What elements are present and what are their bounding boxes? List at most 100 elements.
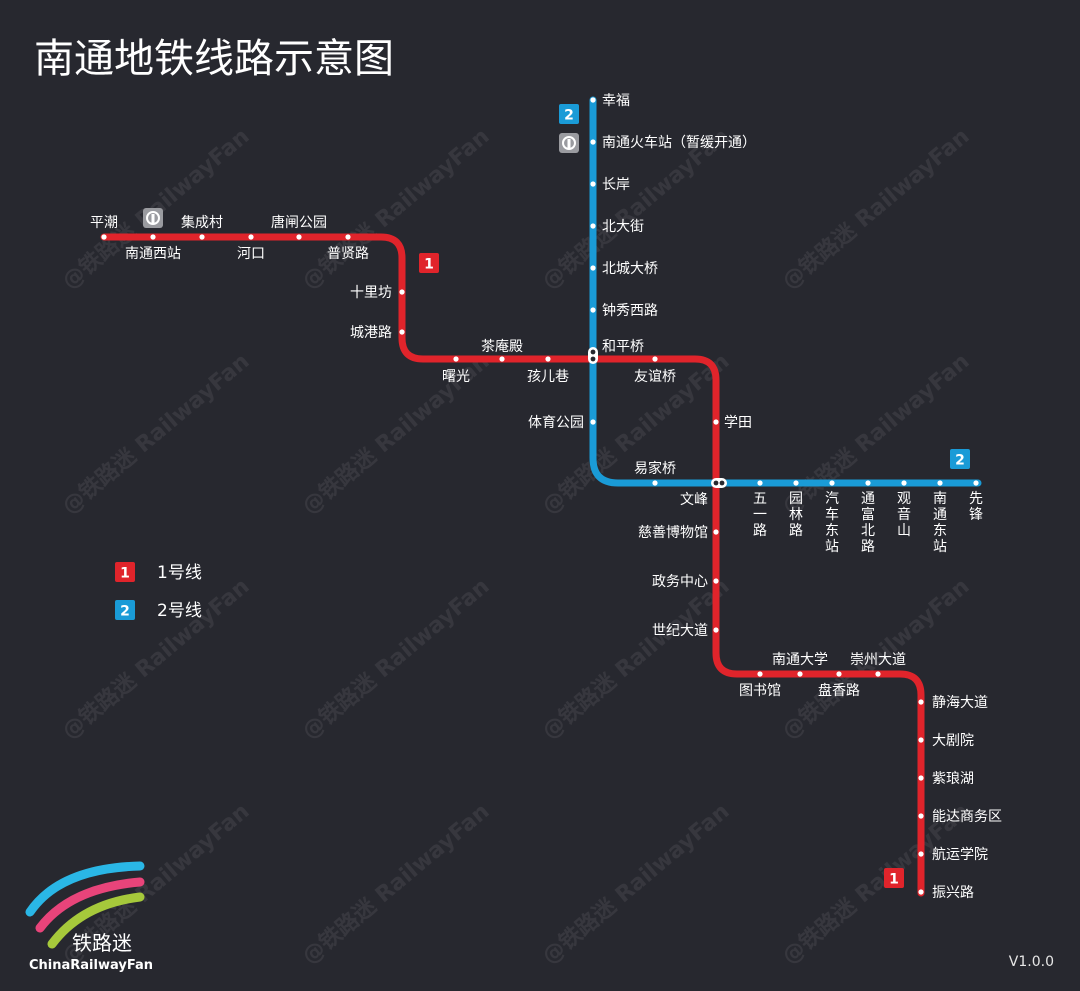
station-label[interactable]: 十里坊 — [350, 285, 392, 301]
interchange-marker[interactable] — [588, 347, 598, 364]
station-dot[interactable] — [918, 889, 924, 895]
station-label[interactable]: 慈善博物馆 — [638, 524, 708, 541]
station-label[interactable]: 先锋 — [969, 491, 983, 523]
station-dot[interactable] — [973, 480, 979, 486]
station-label[interactable]: 汽车东站 — [825, 491, 839, 555]
station-label[interactable]: 静海大道 — [932, 695, 988, 711]
station-label[interactable]: 曙光 — [442, 369, 470, 385]
station-dot[interactable] — [545, 356, 551, 362]
station-dot[interactable] — [757, 671, 763, 677]
station-dot[interactable] — [101, 234, 107, 240]
station-label[interactable]: 幸福 — [602, 93, 630, 109]
station-dot[interactable] — [150, 234, 156, 240]
station-dot[interactable] — [590, 265, 596, 271]
station-label[interactable]: 茶庵殿 — [481, 338, 523, 355]
legend-item-line-2[interactable]: 2 2号线 — [115, 600, 202, 621]
station-label[interactable]: 河口 — [237, 246, 265, 262]
brand-name: 铁路迷 — [72, 931, 132, 955]
station-label[interactable]: 政务中心 — [652, 574, 708, 590]
station-dot[interactable] — [757, 480, 763, 486]
station-dot[interactable] — [836, 671, 842, 677]
station-label[interactable]: 集成村 — [181, 214, 223, 231]
watermark-text: @铁路迷 RailwayFan — [297, 798, 494, 969]
station-label[interactable]: 观音山 — [897, 491, 911, 539]
station-dot[interactable] — [829, 480, 835, 486]
station-dot[interactable] — [937, 480, 943, 486]
station-label[interactable]: 普贤路 — [327, 246, 369, 262]
station-label[interactable]: 体育公园 — [528, 415, 584, 431]
station-label[interactable]: 长岸 — [602, 177, 630, 193]
station-label[interactable]: 钟秀西路 — [602, 302, 658, 319]
station-dot[interactable] — [590, 419, 596, 425]
station-label[interactable]: 振兴路 — [932, 885, 974, 901]
station-dot[interactable] — [345, 234, 351, 240]
station-label[interactable]: 北城大桥 — [602, 261, 658, 277]
station-label[interactable]: 南通西站 — [125, 246, 181, 262]
line-1-route[interactable] — [100, 233, 925, 897]
station-dot[interactable] — [797, 671, 803, 677]
station-dot[interactable] — [713, 529, 719, 535]
station-label[interactable]: 南通东站 — [933, 491, 947, 555]
station-label[interactable]: 盘香路 — [818, 682, 860, 699]
station-dot[interactable] — [590, 139, 596, 145]
station-dot[interactable] — [590, 223, 596, 229]
station-label[interactable]: 孩儿巷 — [527, 369, 569, 385]
station-label[interactable]: 易家桥 — [634, 460, 676, 477]
station-dot[interactable] — [199, 234, 205, 240]
station-dot[interactable] — [590, 307, 596, 313]
station-label[interactable]: 文峰 — [680, 492, 708, 508]
station-dot[interactable] — [713, 627, 719, 633]
station-label[interactable]: 世纪大道 — [652, 623, 708, 639]
station-label[interactable]: 通富北路 — [861, 491, 875, 555]
station-dot[interactable] — [296, 234, 302, 240]
brand-logo: 铁路迷 ChinaRailwayFan — [25, 861, 153, 973]
station-label[interactable]: 友谊桥 — [634, 369, 676, 385]
station-dot[interactable] — [713, 578, 719, 584]
station-dot[interactable] — [918, 775, 924, 781]
station-label[interactable]: 平潮 — [90, 215, 118, 231]
watermark-text: @铁路迷 RailwayFan — [537, 573, 734, 744]
station-dot[interactable] — [918, 813, 924, 819]
station-label[interactable]: 航运学院 — [932, 847, 988, 863]
station-label[interactable]: 崇州大道 — [850, 652, 906, 668]
station-dot[interactable] — [793, 480, 799, 486]
station-dot[interactable] — [918, 851, 924, 857]
station-dot[interactable] — [590, 97, 596, 103]
station-dot[interactable] — [652, 480, 658, 486]
station-dot[interactable] — [453, 356, 459, 362]
station-label[interactable]: 唐闸公园 — [271, 214, 327, 231]
station-dot[interactable] — [918, 737, 924, 743]
station-dot[interactable] — [713, 419, 719, 425]
line-1-badge[interactable]: 1 — [419, 253, 439, 273]
station-dot[interactable] — [865, 480, 871, 486]
station-dot[interactable] — [399, 329, 405, 335]
line-2-route[interactable] — [589, 96, 982, 487]
station-label[interactable]: 图书馆 — [739, 683, 781, 699]
station-label[interactable]: 园林路 — [789, 491, 803, 539]
station-label[interactable]: 紫琅湖 — [932, 771, 974, 787]
station-label[interactable]: 和平桥 — [602, 339, 644, 355]
station-dot[interactable] — [248, 234, 254, 240]
watermark-text: @铁路迷 RailwayFan — [777, 123, 974, 294]
station-label[interactable]: 城港路 — [350, 325, 392, 341]
station-label[interactable]: 大剧院 — [932, 733, 974, 749]
station-label[interactable]: 能达商务区 — [932, 809, 1002, 825]
interchange-marker[interactable] — [711, 478, 727, 488]
line-2-badge[interactable]: 2 — [950, 449, 970, 469]
legend-item-line-1[interactable]: 1 1号线 — [115, 562, 202, 583]
station-dot[interactable] — [875, 671, 881, 677]
station-dot[interactable] — [590, 181, 596, 187]
station-label[interactable]: 南通大学 — [772, 652, 828, 668]
station-label[interactable]: 五一路 — [753, 491, 767, 539]
station-dot[interactable] — [399, 289, 405, 295]
line-1-badge[interactable]: 1 — [884, 868, 904, 888]
legend-label: 1号线 — [157, 563, 202, 583]
station-label[interactable]: 学田 — [724, 415, 752, 431]
station-dot[interactable] — [918, 699, 924, 705]
station-dot[interactable] — [499, 356, 505, 362]
station-dot[interactable] — [901, 480, 907, 486]
station-label[interactable]: 南通火车站（暂缓开通） — [602, 134, 756, 151]
station-label[interactable]: 北大街 — [602, 219, 644, 235]
line-2-badge[interactable]: 2 — [559, 104, 579, 124]
station-dot[interactable] — [652, 356, 658, 362]
